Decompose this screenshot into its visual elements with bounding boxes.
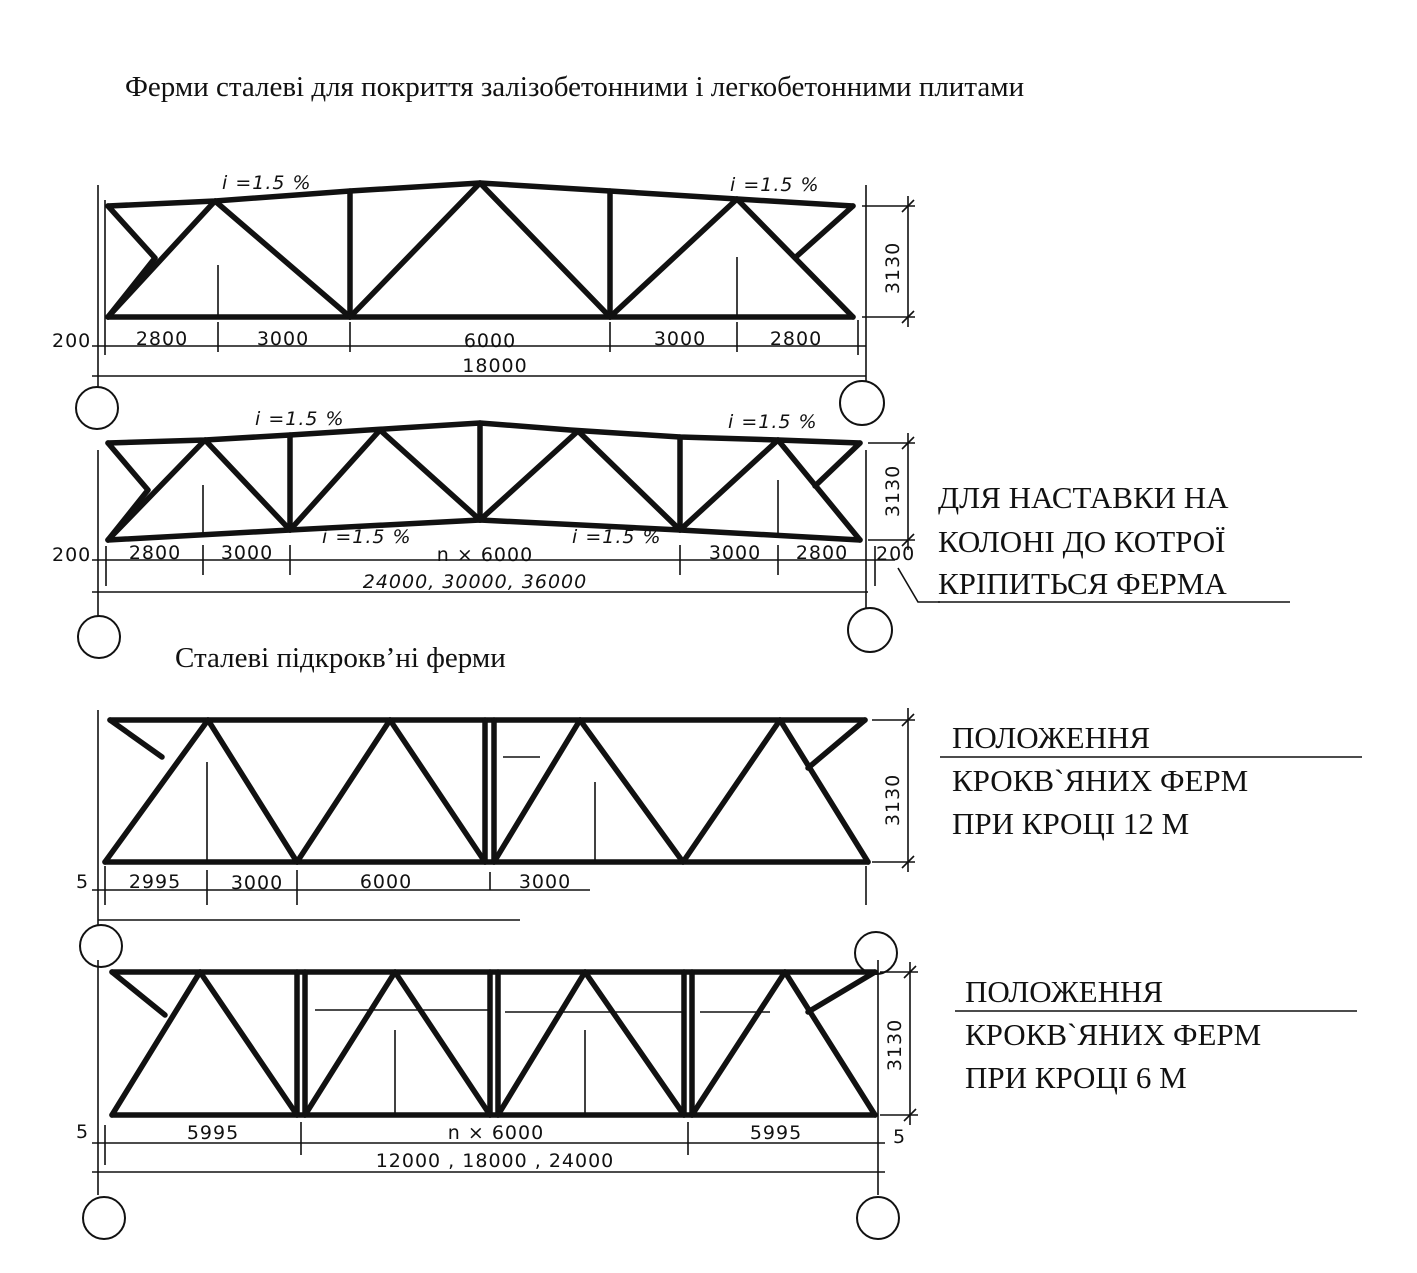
truss-3-panel-1: 2995 <box>129 871 181 893</box>
truss-2-panel-1: 2800 <box>129 542 181 564</box>
truss-1-panel-4: 3000 <box>654 328 706 350</box>
truss-1-panel-1: 2800 <box>136 328 188 350</box>
note-step12-line-3: ПРИ КРОЦІ 12 М <box>952 806 1189 841</box>
truss-4-offset-right: 5 <box>893 1126 906 1148</box>
truss-4-offset-left: 5 <box>76 1121 89 1143</box>
note-splice-line-1: ДЛЯ НАСТАВКИ НА <box>938 480 1229 515</box>
note-splice: ДЛЯ НАСТАВКИ НА КОЛОНІ ДО КОТРОЇ КРІПИТЬ… <box>938 480 1290 603</box>
truss-2-panel-4: 3000 <box>709 542 761 564</box>
truss-2-height-label: 3130 <box>882 465 904 517</box>
truss-4-height-label: 3130 <box>884 1019 906 1071</box>
truss-3-height-label: 3130 <box>882 774 904 826</box>
truss-2-slope-right: i =1.5 % <box>728 411 818 433</box>
truss-3-panel-4: 3000 <box>519 871 571 893</box>
truss-2-offset-right: 200 <box>876 543 915 565</box>
note-step-12m: ПОЛОЖЕННЯ КРОКВ`ЯНИХ ФЕРМ ПРИ КРОЦІ 12 М <box>940 720 1362 841</box>
truss-2-slope-bottom-left: i =1.5 % <box>322 526 412 548</box>
truss-1-total-span: 18000 <box>462 355 527 377</box>
note-step6-line-2: КРОКВ`ЯНИХ ФЕРМ <box>965 1017 1261 1052</box>
truss-2-panel-3: n × 6000 <box>437 544 533 566</box>
truss-1-18m: 3130 200 2800 3000 6000 3000 2800 18000 … <box>52 172 915 430</box>
axis-bubble <box>79 924 123 968</box>
truss-1-slope-left: i =1.5 % <box>222 172 312 194</box>
truss-2-total-span: 24000, 30000, 36000 <box>363 571 587 593</box>
truss-3-panel-3: 6000 <box>360 871 412 893</box>
truss-1-slope-right: i =1.5 % <box>730 174 820 196</box>
note-step-6m: ПОЛОЖЕННЯ КРОКВ`ЯНИХ ФЕРМ ПРИ КРОЦІ 6 М <box>955 974 1357 1095</box>
truss-1-offset-left: 200 <box>52 330 91 352</box>
truss-3-panel-2: 3000 <box>231 872 283 894</box>
truss-2-panel-2: 3000 <box>221 542 273 564</box>
axis-bubble <box>854 931 898 975</box>
axis-bubble <box>75 386 119 430</box>
truss-4-subrafter-6m: 3130 5 5995 n × 6000 5995 5 12000 , 1800… <box>76 960 918 1240</box>
note-step12-line-2: КРОКВ`ЯНИХ ФЕРМ <box>952 763 1248 798</box>
truss-4-panel-3: 5995 <box>750 1122 802 1144</box>
truss-4-total-span: 12000 , 18000 , 24000 <box>376 1150 615 1172</box>
section-subtitle: Сталеві підкрокв’ні ферми <box>175 642 506 674</box>
axis-bubble <box>856 1196 900 1240</box>
truss-2-slope-bottom-right: i =1.5 % <box>572 526 662 548</box>
note-splice-line-2: КОЛОНІ ДО КОТРОЇ <box>938 524 1225 559</box>
truss-4-panel-1: 5995 <box>187 1122 239 1144</box>
truss-3-offset-left: 5 <box>76 871 89 893</box>
truss-1-height-label: 3130 <box>882 242 904 294</box>
note-step12-line-1: ПОЛОЖЕННЯ <box>952 720 1150 755</box>
axis-bubble <box>847 607 893 653</box>
truss-2-slope-left: i =1.5 % <box>255 408 345 430</box>
note-step6-line-1: ПОЛОЖЕННЯ <box>965 974 1163 1009</box>
truss-2-24-36m: 3130 200 2800 3000 n × 6000 3000 2800 20… <box>52 408 940 659</box>
note-step6-line-3: ПРИ КРОЦІ 6 М <box>965 1060 1187 1095</box>
truss-1-panel-5: 2800 <box>770 328 822 350</box>
sheet-title: Ферми сталеві для покриття залізобетонни… <box>125 71 1024 103</box>
truss-1-panel-3: 6000 <box>464 330 516 352</box>
axis-bubble <box>82 1196 126 1240</box>
axis-bubble <box>839 380 885 426</box>
axis-bubble <box>77 615 121 659</box>
truss-2-offset-left: 200 <box>52 544 91 566</box>
truss-1-panel-2: 3000 <box>257 328 309 350</box>
truss-3-subrafter-12m: 3130 5 2995 3000 6000 3000 <box>76 708 915 975</box>
truss-2-panel-5: 2800 <box>796 542 848 564</box>
note-splice-line-3: КРІПИТЬСЯ ФЕРМА <box>938 566 1227 601</box>
truss-4-panel-2: n × 6000 <box>448 1122 544 1144</box>
